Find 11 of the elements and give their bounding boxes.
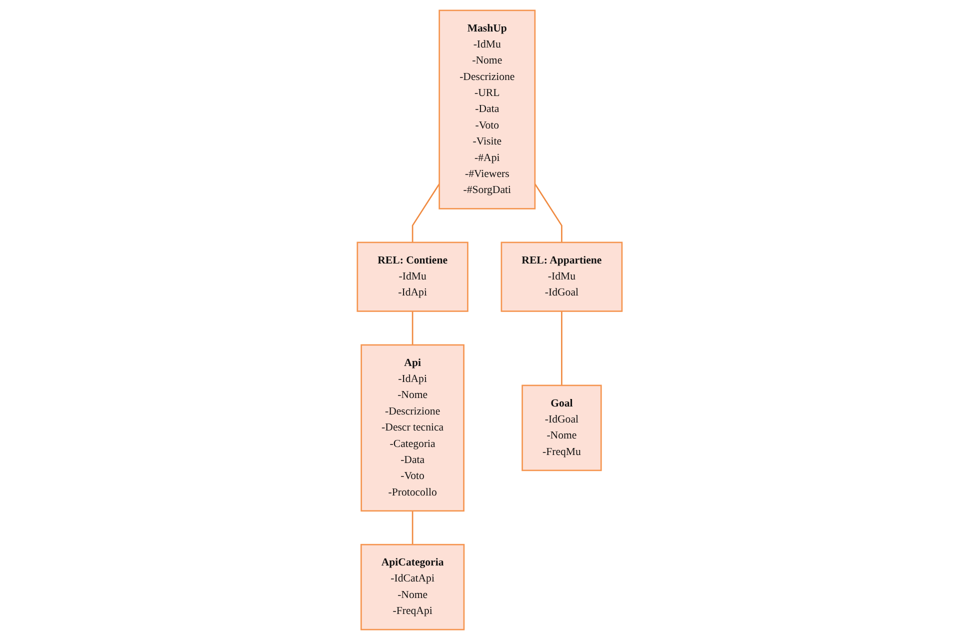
node-box: REL: Contiene -IdMu -IdApi: [357, 241, 469, 312]
node-box: Goal -IdGoal -Nome -FreqMu: [522, 384, 602, 471]
node-box: ApiCategoria -IdCatApi -Nome -FreqApi: [360, 543, 465, 630]
connector: [561, 310, 563, 385]
connector: [412, 310, 414, 344]
node-box: Api -IdApi -Nome -Descrizione -Descr tecnica -Categoria -Data -Voto -Protocollo: [360, 344, 465, 512]
connector: [534, 183, 563, 242]
node-box: MashUp -IdMu -Nome -Descrizione -URL -Data -Voto -Visite -#Api -#Viewers -#SorgDati: [438, 9, 536, 209]
connector: [412, 183, 440, 242]
connector: [412, 510, 414, 544]
node-box: REL: Appartiene -IdMu -IdGoal: [501, 241, 623, 312]
